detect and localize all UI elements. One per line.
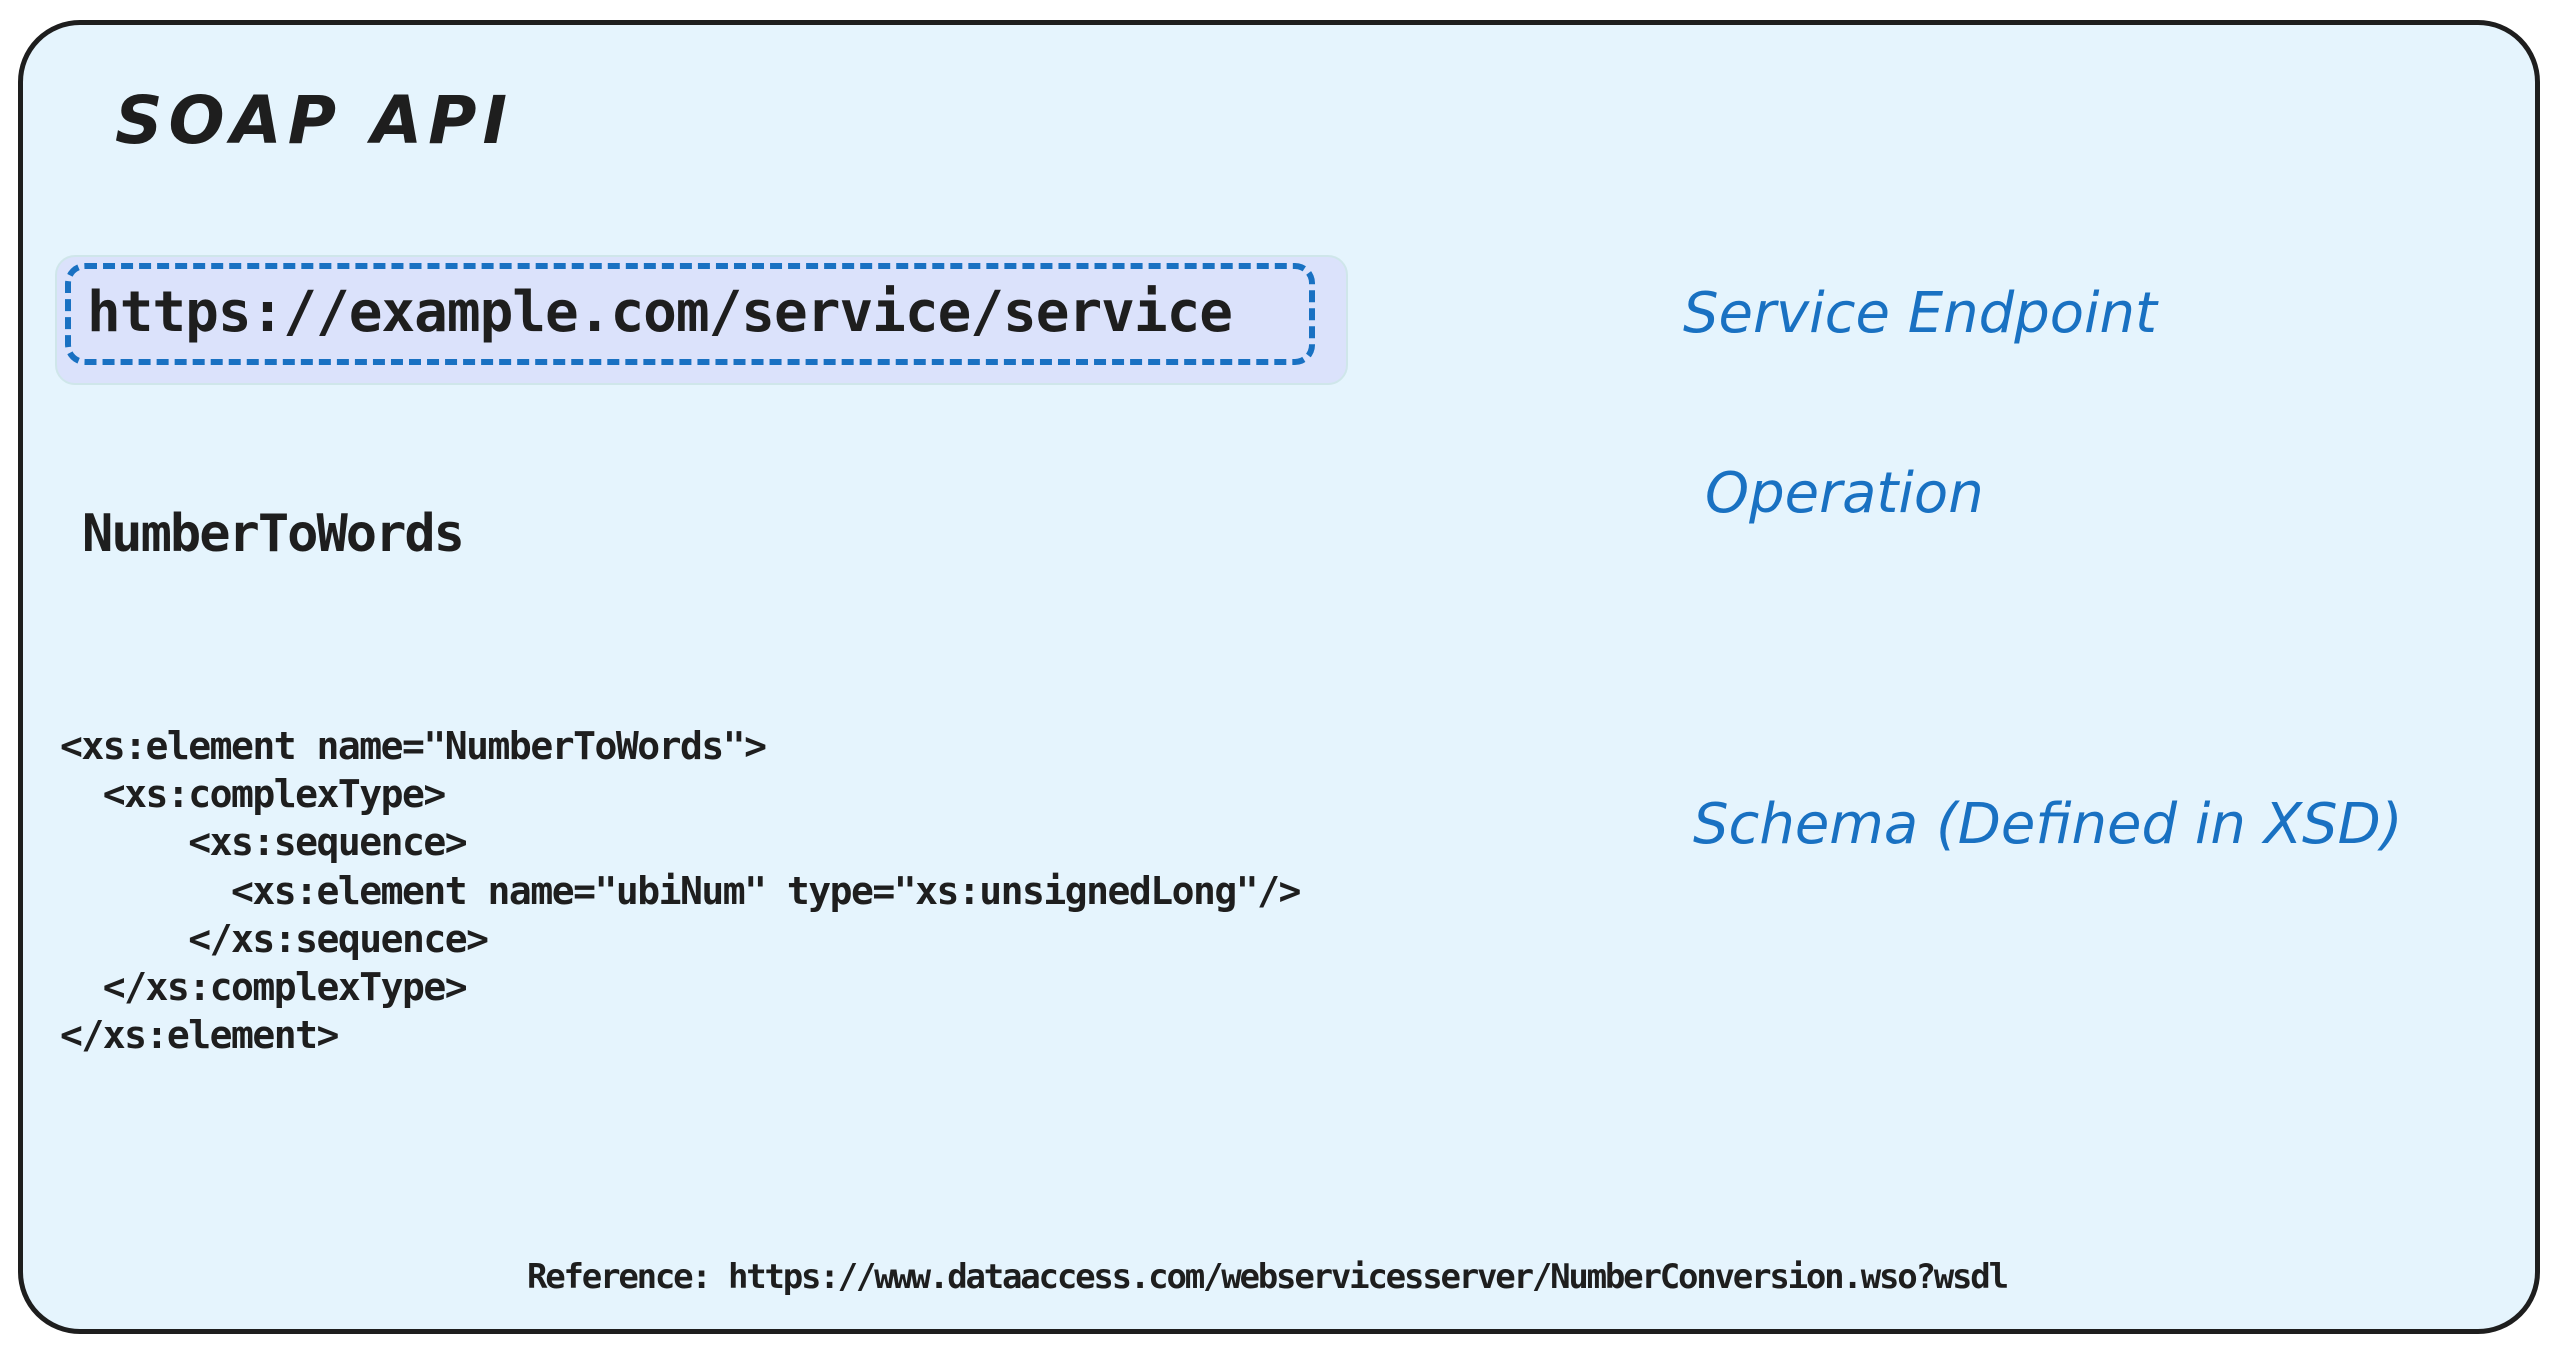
diagram-frame bbox=[18, 20, 2540, 1334]
code-line: </xs:complexType> bbox=[60, 965, 468, 1010]
diagram-title: SOAP API bbox=[115, 82, 514, 159]
code-line: <xs:sequence> bbox=[60, 820, 467, 865]
service-endpoint-label: Service Endpoint bbox=[1683, 281, 2158, 346]
reference-text: Reference: https://www.dataaccess.com/we… bbox=[527, 1257, 2009, 1297]
code-line: </xs:element> bbox=[60, 1013, 339, 1058]
service-endpoint-box: https://example.com/service/service bbox=[55, 255, 1348, 385]
schema-label: Schema (Defined in XSD) bbox=[1693, 792, 2403, 857]
code-line: <xs:element name="NumberToWords"> bbox=[60, 724, 767, 768]
operation-label: Operation bbox=[1705, 461, 1984, 526]
code-line: </xs:sequence> bbox=[60, 916, 489, 961]
xsd-schema-code: <xs:element name="NumberToWords"> <xs:co… bbox=[60, 722, 1301, 1059]
operation-name: NumberToWords bbox=[82, 504, 465, 564]
code-line: <xs:complexType> bbox=[60, 772, 447, 817]
endpoint-dashed-outline bbox=[65, 263, 1315, 365]
service-endpoint-url: https://example.com/service/service bbox=[87, 280, 1233, 345]
code-line: <xs:element name="ubiNum" type="xs:unsig… bbox=[60, 868, 1301, 913]
